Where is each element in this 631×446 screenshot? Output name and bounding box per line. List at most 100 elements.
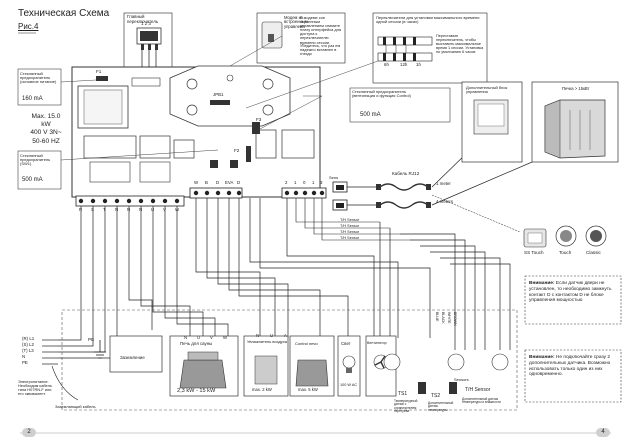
heater-pin-w: W [223, 335, 227, 340]
panel-touch-label: Touch [559, 250, 572, 255]
terminal-right-2: 2 [285, 180, 288, 185]
light-power: 100 W AC [340, 383, 358, 387]
sensor-line-4: T/H Sensor [340, 236, 360, 240]
fuse-f1-text: Стеклянный предохранитель (основное пита… [20, 71, 57, 85]
attention-1: Внимание: Если датчик двери не установле… [529, 281, 619, 304]
jp-label: JPB1 [213, 92, 224, 97]
meter-4-label: 4 meters [436, 199, 454, 204]
ground-label: Заземление [120, 355, 145, 360]
heater-pin-v: V [210, 335, 213, 340]
attention-1-title: Внимание: [529, 281, 555, 286]
terminal-mid-b: B [205, 180, 208, 185]
terminal-mid-d: D [216, 180, 220, 185]
humidifier-power: max. 2 kW [252, 387, 272, 392]
terminal-n-2: N [127, 207, 131, 212]
power-spec: Max. 15.0 kW 400 V 3N~ 50-60 HZ [26, 113, 66, 146]
terminal-right-1b: 1 [312, 180, 315, 185]
th-sensor-text: Дополнительный датчик температуры и влаж… [462, 397, 501, 405]
panel-ss-touch-label: SS Touch [524, 250, 544, 255]
fuse-f3-label: F3 [256, 117, 262, 122]
modem-body-2: Убедитесь, что раз ем надежно вставлен в… [300, 43, 341, 57]
sauna-heater-power: 2,3 kW - 15 kW [177, 388, 216, 394]
fuse-f2-text: Стеклянный предохранитель (SW1) [20, 153, 51, 167]
fuse-f2-value: 500 mA [22, 177, 43, 183]
heater-pin-u: U [197, 335, 201, 340]
terminal-w: W [175, 207, 180, 212]
fuse-f1-label: F1 [96, 69, 102, 74]
session-switch-note: Переставьте переключатель, чтобы выстави… [436, 34, 484, 54]
terminal-right-1: 1 [294, 180, 297, 185]
attention-2-title: Внимание: [529, 355, 555, 360]
terminal-n-1: N [115, 207, 119, 212]
session-label-1h: 1h [416, 62, 421, 67]
terminal-v: V [163, 207, 166, 212]
terminal-right-3: 3 [320, 180, 323, 185]
light-label: Свет [341, 341, 351, 346]
fuse-f3-text: Стеклянный предохранитель (вентиляция и … [352, 89, 411, 99]
session-label-12h: 12h [400, 62, 408, 67]
page-title: Техническая Схема [18, 8, 110, 19]
sensors-label: Sensors [454, 377, 469, 382]
ground-cable-text: Заземляющий кабель [55, 404, 96, 409]
terminal-r: R [79, 207, 83, 212]
terminal-mid-d2: D [237, 180, 241, 185]
hum-pin-a: A [284, 333, 287, 338]
heater-pin-n: N [184, 335, 188, 340]
phase-l3: (T) L3 [22, 348, 34, 353]
modem-line-1: Модем из [284, 15, 303, 20]
heater-control-power: max. 5 kW [298, 387, 318, 392]
sensor-line-3: T/H Sensor [340, 230, 360, 234]
wire-color-brown: BROWN [453, 312, 457, 326]
terminal-u: U [151, 207, 155, 212]
power-spec-hz: 50-60 HZ [32, 137, 60, 145]
main-switch-label: Главный переключатель [127, 14, 159, 24]
page-number-right: 4 [596, 428, 610, 437]
figure-label: Рис.4 [18, 22, 39, 31]
ts1-text: Температурный датчик с ограничителем пер… [394, 399, 418, 414]
phase-l1: (R) L1 [22, 336, 35, 341]
session-label-6h: 6h [384, 62, 389, 67]
terminal-n-3: N [139, 207, 143, 212]
pe-label: PE [88, 337, 95, 342]
sens-terminal-label: Sens [329, 175, 339, 180]
modem-title: Модем из встроенным управлени [284, 15, 314, 29]
attention-2: Внимание: Не подключайте сразу 2 дополни… [529, 355, 619, 378]
phase-l2: (S) L2 [22, 342, 34, 347]
terminal-mid-eva: EVA [225, 180, 234, 185]
th-sensor-label: T/H Sensor [465, 387, 491, 393]
terminal-mid-w: W [194, 180, 199, 185]
heater-15kw-label: Печка > 15кВт [562, 86, 590, 91]
sauna-heater-label: Печь для сауны [180, 341, 213, 346]
terminal-t: T [103, 207, 106, 212]
terminal-right-0: 0 [303, 180, 306, 185]
panel-classic-label: Classic [586, 250, 601, 255]
humidifier-label: Увлажнитель воздуха [247, 339, 287, 344]
wire-color-blue: BLUE [435, 312, 439, 322]
modem-body: В модеме сое строенным управлением сними… [300, 15, 342, 45]
wire-color-black: BLACK [441, 312, 445, 324]
modem-line-3: управлени [284, 23, 305, 29]
fuse-f3-value: 500 mA [360, 112, 381, 118]
power-spec-volt: 400 V 3N~ [30, 129, 62, 137]
fuse-f1-value: 160 mA [22, 96, 43, 102]
ts1-label: TS1 [398, 391, 408, 397]
hum-pin-u: U [270, 333, 274, 338]
terminal-s: S [91, 207, 94, 212]
phase-pe: PE [22, 360, 28, 365]
modem-line-2: встроенным [284, 19, 308, 25]
attention-1-text: Если датчик двери не установлен, то необ… [529, 281, 612, 304]
wire-color-white: WHITE [447, 312, 451, 324]
electric-power-text: Электропитание. Необходим кабель типа H0… [18, 379, 52, 397]
page-number-left: 2 [22, 428, 36, 437]
phase-n: N [22, 354, 26, 359]
fuse-f2-label: F2 [234, 148, 240, 153]
hum-pin-n: N [256, 333, 260, 338]
rj12-label: Кабель RJ12 [392, 171, 420, 176]
ts2-text: Дополнительный датчик температуры [428, 401, 454, 412]
extra-panel-label: Дополнительный блок управления [466, 85, 508, 95]
sensor-line-2: T/H Sensor [340, 224, 360, 228]
switch-pins-label: 1 2 3 [141, 21, 151, 26]
meter-1-label: 1 meter [436, 181, 451, 186]
heater-control-label: Control печи [295, 341, 318, 346]
